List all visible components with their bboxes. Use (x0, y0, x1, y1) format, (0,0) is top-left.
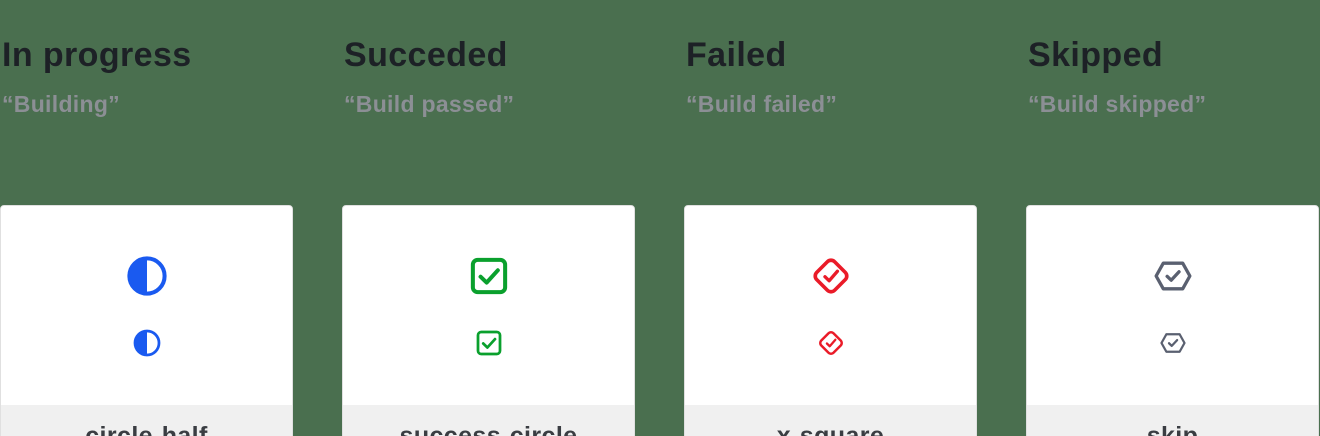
status-title: Skipped (1028, 36, 1164, 74)
check-square-icon (474, 328, 504, 358)
icon-preview-area (1, 206, 292, 405)
check-square-icon (467, 254, 511, 298)
column-header: Skipped “Build skipped” (1026, 38, 1319, 205)
icon-name-label: success-circle (399, 422, 578, 436)
hexagon-check-icon (1151, 254, 1195, 298)
icon-card: success-circle (342, 205, 635, 436)
icon-card: x-square (684, 205, 977, 436)
circle-half-icon (132, 328, 162, 358)
status-column-succeeded: Succeded “Build passed” success-circle (342, 0, 635, 436)
circle-half-icon (125, 254, 169, 298)
icon-name-label: skip (1146, 422, 1199, 436)
icon-card: skip (1026, 205, 1319, 436)
column-header: Succeded “Build passed” (342, 38, 635, 205)
status-subtitle: “Build failed” (686, 91, 838, 117)
status-title: Failed (686, 36, 787, 74)
icon-preview-area (1027, 206, 1318, 405)
card-footer: skip (1027, 405, 1318, 436)
diamond-check-icon (809, 254, 853, 298)
status-title: In progress (2, 36, 192, 74)
icon-preview-area (685, 206, 976, 405)
card-footer: success-circle (343, 405, 634, 436)
status-column-failed: Failed “Build failed” x-square (684, 0, 977, 436)
status-subtitle: “Building” (2, 91, 120, 117)
diamond-check-icon (816, 328, 846, 358)
card-footer: circle-half (1, 405, 292, 436)
hexagon-check-icon (1158, 328, 1188, 358)
icon-preview-area (343, 206, 634, 405)
status-subtitle: “Build skipped” (1028, 91, 1207, 117)
column-header: In progress “Building” (0, 38, 293, 205)
column-header: Failed “Build failed” (684, 38, 977, 205)
status-column-in-progress: In progress “Building” circle-half (0, 0, 293, 436)
icon-card: circle-half (0, 205, 293, 436)
icon-name-label: circle-half (85, 422, 208, 436)
icon-name-label: x-square (776, 422, 885, 436)
card-footer: x-square (685, 405, 976, 436)
status-subtitle: “Build passed” (344, 91, 515, 117)
status-title: Succeded (344, 36, 508, 74)
status-column-skipped: Skipped “Build skipped” skip (1026, 0, 1319, 436)
